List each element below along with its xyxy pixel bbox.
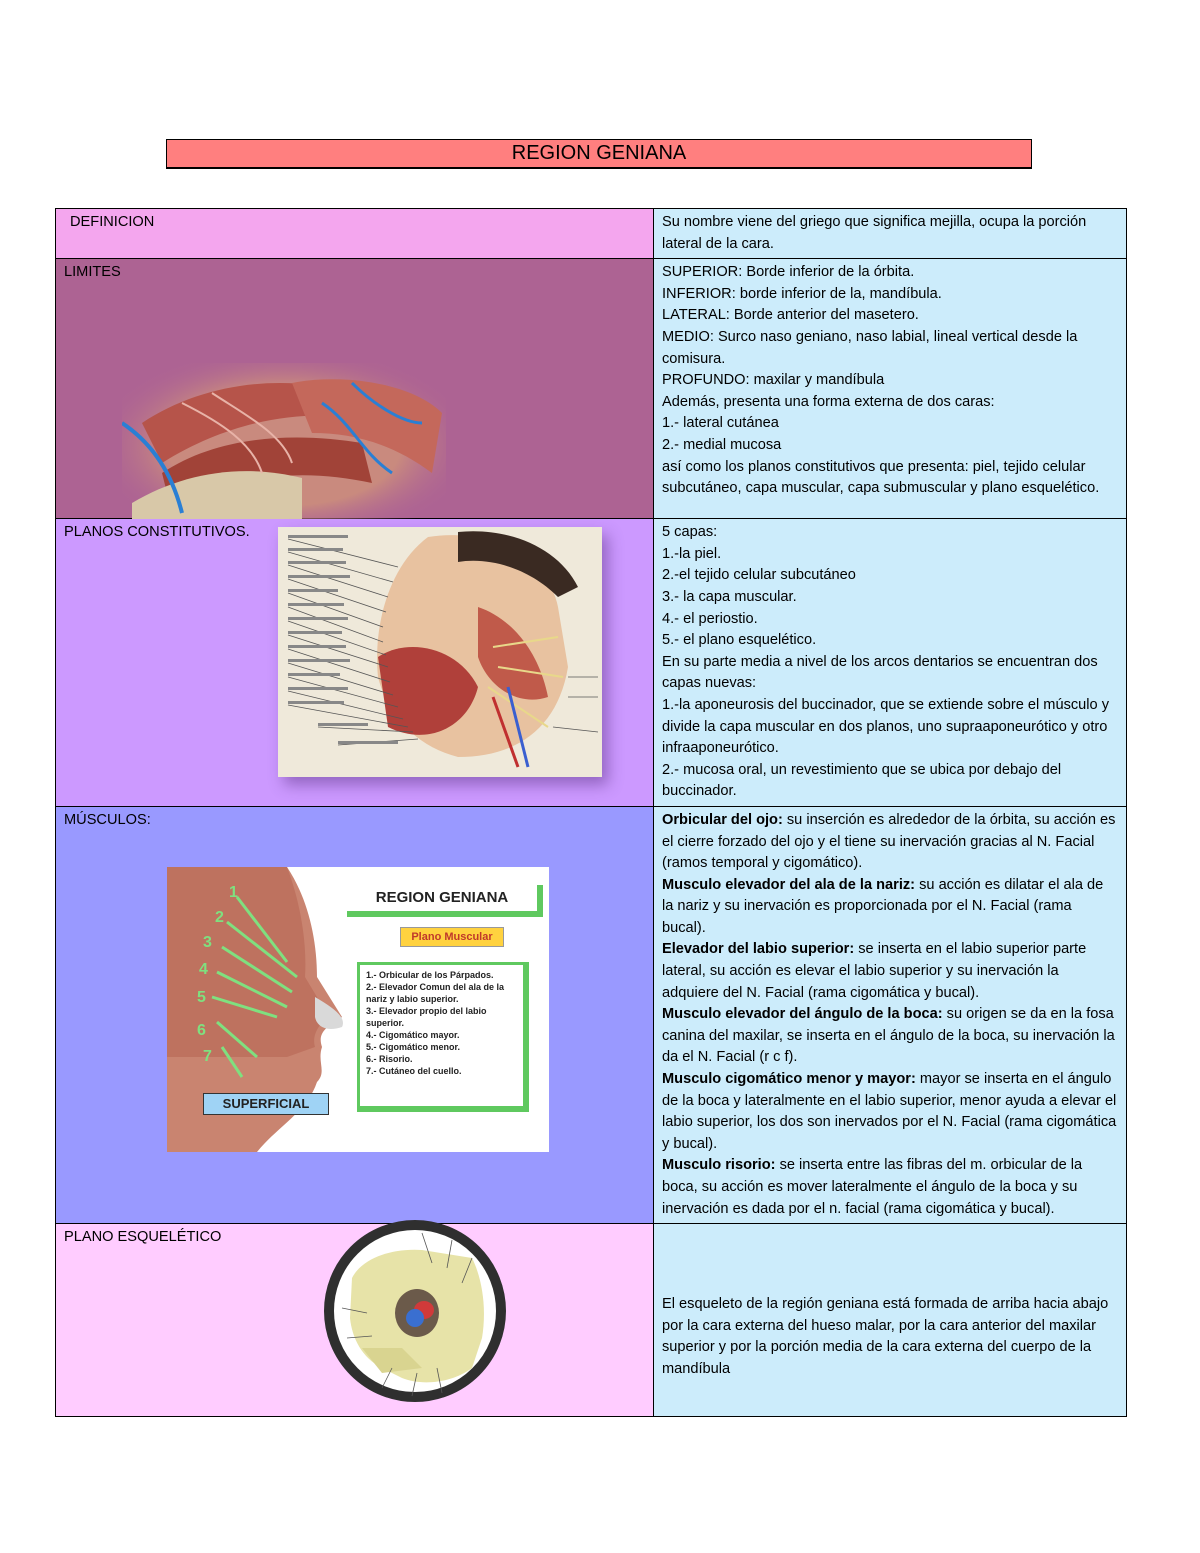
page-title: REGION GENIANA	[166, 139, 1032, 169]
paragraph: 3.- la capa muscular.	[662, 588, 797, 605]
row-text-cell: 5 capas: 1.-la piel. 2.-el tejido celula…	[653, 518, 1127, 807]
muscle-paragraph: Musculo elevador del ángulo de la boca: …	[662, 1004, 1118, 1069]
figure-number: 7	[203, 1048, 212, 1065]
paragraph: así como los planos constitutivos que pr…	[662, 458, 1100, 497]
muscle-name: Orbicular del ojo:	[662, 811, 783, 828]
paragraph: Además, presenta una forma externa de do…	[662, 393, 995, 410]
list-item: 3.- Elevador propio del labio superior.	[366, 1005, 487, 1028]
paragraph: 4.- el periostio.	[662, 610, 758, 627]
row-label-cell: LIMITES	[55, 258, 654, 530]
muscle-paragraph: Musculo cigomático menor y mayor: mayor …	[662, 1069, 1118, 1155]
muscle-name: Musculo risorio:	[662, 1157, 776, 1174]
row-label-cell: MÚSCULOS: 1	[55, 805, 654, 1225]
paragraph: 5 capas:	[662, 524, 718, 541]
table-row: DEFINICION Su nombre viene del griego qu…	[55, 207, 1127, 260]
list-item: 1.- Orbicular de los Párpados.	[366, 969, 494, 980]
muscle-description: su inserción es alrededor de la órbita, …	[662, 811, 1116, 872]
table-row: PLANO ESQUELÉTICO	[55, 1220, 1127, 1418]
paragraph: En su parte media a nivel de los arcos d…	[662, 653, 1098, 692]
figure-badge: SUPERFICIAL	[203, 1092, 329, 1115]
row-text-cell: El esqueleto de la región geniana está f…	[653, 1223, 1127, 1418]
paragraph: INFERIOR: borde inferior de la, mandíbul…	[662, 285, 942, 302]
paragraph: 2.- medial mucosa	[662, 436, 782, 453]
figure-number: 4	[199, 961, 208, 978]
list-item: 2.- Elevador Comun del ala de la nariz y…	[366, 981, 505, 1004]
muscle-paragraph: Elevador del labio superior: se inserta …	[662, 939, 1118, 1004]
row-label: DEFINICION	[70, 214, 155, 230]
list-item: 4.- Cigomático mayor.	[366, 1029, 460, 1040]
row-label-cell: PLANO ESQUELÉTICO	[55, 1220, 654, 1418]
paragraph: El esqueleto de la región geniana está f…	[662, 1296, 1109, 1377]
content-table: DEFINICION Su nombre viene del griego qu…	[55, 207, 1127, 1418]
row-text-cell: SUPERIOR: Borde inferior de la órbita. I…	[653, 258, 1127, 520]
paragraph: SUPERIOR: Borde inferior de la órbita.	[662, 264, 915, 281]
table-row: PLANOS CONSTITUTIVOS.	[55, 518, 1127, 807]
muscles-illustration	[122, 363, 446, 530]
row-label: PLANO ESQUELÉTICO	[64, 1229, 222, 1246]
figure-number: 1	[229, 884, 238, 901]
row-label: LIMITES	[64, 264, 121, 281]
row-text-cell: Orbicular del ojo: su inserción es alred…	[653, 805, 1127, 1225]
paragraph: 1.-la aponeurosis del buccinador, que se…	[662, 696, 1110, 757]
row-label-cell: PLANOS CONSTITUTIVOS.	[55, 518, 654, 807]
muscle-description: se inserta en el labio superior parte la…	[662, 941, 1087, 1001]
paragraph: LATERAL: Borde anterior del masetero.	[662, 307, 919, 324]
figure-number: 2	[215, 909, 224, 926]
row-label: PLANOS CONSTITUTIVOS.	[64, 524, 250, 541]
paragraph: PROFUNDO: maxilar y mandíbula	[662, 372, 885, 389]
muscle-description: su origen se da en la fosa canina del ma…	[662, 1006, 1115, 1066]
paragraph: 2.- mucosa oral, un revestimiento que se…	[662, 761, 1062, 800]
muscle-paragraph: Orbicular del ojo: su inserción es alred…	[662, 810, 1118, 875]
figure-number: 6	[197, 1022, 206, 1039]
figure-list: 1.- Orbicular de los Párpados. 2.- Eleva…	[357, 961, 529, 1112]
muscle-plane-figure: 1 2 3 4 5 6 7 REGION GENIANA Plano Muscu…	[167, 866, 549, 1152]
list-item: 5.- Cigomático menor.	[366, 1041, 461, 1052]
figure-number: 3	[203, 934, 212, 951]
list-item: 6.- Risorio.	[366, 1053, 413, 1064]
muscle-name: Musculo elevador del ángulo de la boca:	[662, 1006, 943, 1023]
figure-subtitle: Plano Muscular	[400, 926, 504, 947]
paragraph: 5.- el plano esquelético.	[662, 632, 817, 649]
muscle-paragraph: Musculo elevador del ala de la nariz: su…	[662, 875, 1118, 940]
row-label: MÚSCULOS:	[64, 811, 151, 828]
row-label-cell: DEFINICION	[55, 207, 654, 260]
muscle-name: Musculo cigomático menor y mayor:	[662, 1071, 916, 1088]
skull-illustration	[322, 1218, 508, 1404]
face-dissection-illustration	[278, 527, 602, 778]
table-row: MÚSCULOS: 1	[55, 805, 1127, 1225]
figure-number: 5	[197, 989, 206, 1006]
paragraph: 1.- lateral cutánea	[662, 415, 779, 432]
row-text-cell: Su nombre viene del griego que significa…	[653, 207, 1127, 260]
paragraph: 2.-el tejido celular subcutáneo	[662, 567, 856, 584]
muscle-description: mayor se inserta en el ángulo de la boca…	[662, 1071, 1117, 1152]
muscle-name: Musculo elevador del ala de la nariz:	[662, 876, 916, 893]
muscle-description: su acción es dilatar el ala de la nariz …	[662, 876, 1104, 936]
paragraph: 1.-la piel.	[662, 545, 722, 562]
muscle-description: se inserta entre las fibras del m. orbic…	[662, 1157, 1083, 1217]
paragraph: Su nombre viene del griego que significa…	[662, 214, 1087, 252]
paragraph: MEDIO: Surco naso geniano, naso labial, …	[662, 328, 1078, 367]
figure-title: REGION GENIANA	[347, 884, 543, 917]
muscle-paragraph: Musculo risorio: se inserta entre las fi…	[662, 1155, 1118, 1220]
table-row: LIMITES	[55, 258, 1127, 530]
list-item: 7.- Cutáneo del cuello.	[366, 1065, 462, 1076]
muscle-name: Elevador del labio superior:	[662, 941, 855, 958]
